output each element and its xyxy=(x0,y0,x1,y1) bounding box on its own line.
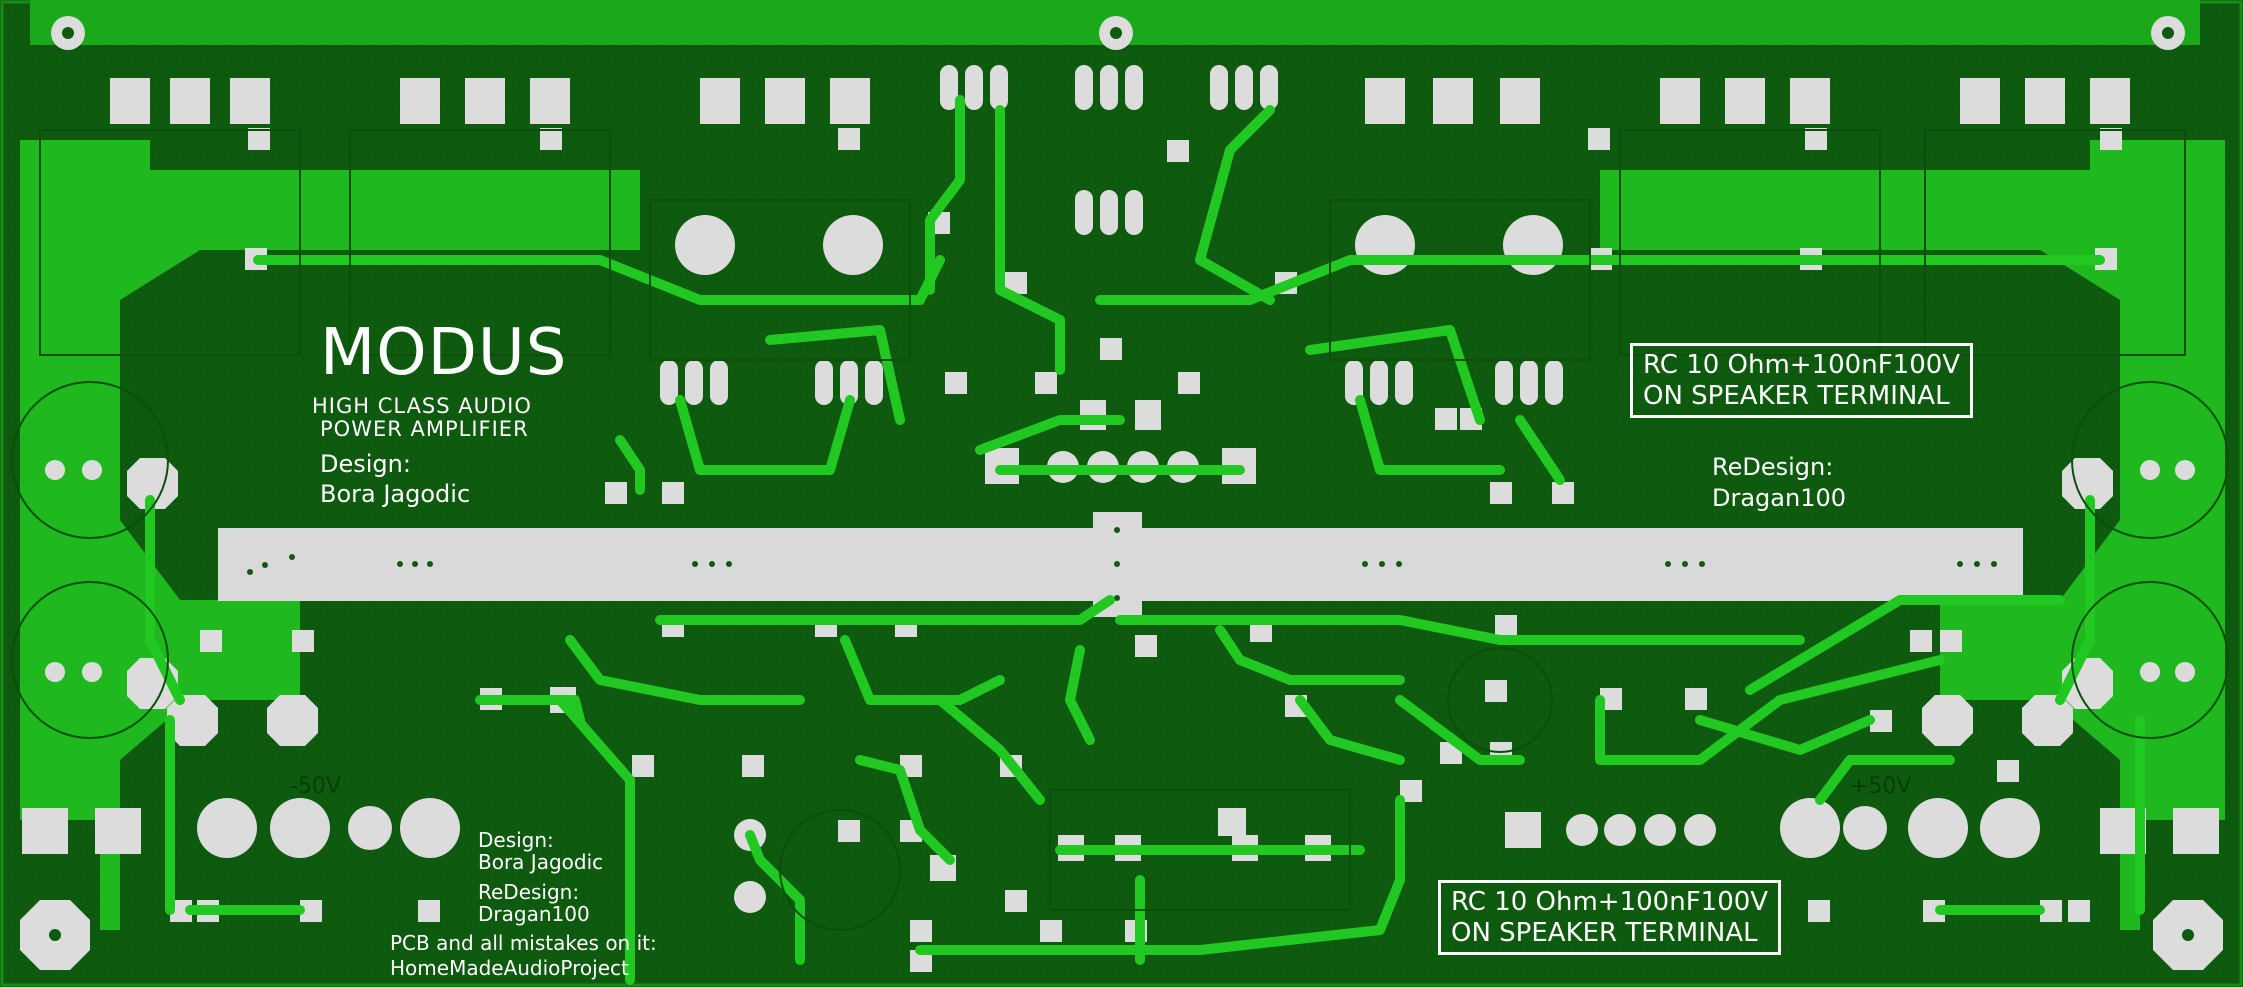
brand-subtitle-line1: HIGH CLASS AUDIO xyxy=(312,394,532,418)
credit-redesign-label: ReDesign: xyxy=(478,880,580,904)
credit-line1: PCB and all mistakes on it: xyxy=(390,931,657,955)
notice-line1: RC 10 Ohm+100nF100V xyxy=(1643,350,1961,380)
component-outlines xyxy=(11,129,2229,931)
supply-terminal-pads xyxy=(197,798,2040,858)
terminal-pads xyxy=(22,687,2219,854)
credit-designer: Bora Jagodic xyxy=(478,850,604,874)
designer-name: Bora Jagodic xyxy=(320,480,471,508)
notice-line1-bottom: RC 10 Ohm+100nF100V xyxy=(1451,887,1769,917)
credit-design-label: Design: xyxy=(478,828,554,852)
credit-redesigner: Dragan100 xyxy=(478,902,590,926)
brand-subtitle-line2: POWER AMPLIFIER xyxy=(320,417,529,441)
credit-line2: HomeMadeAudioProject xyxy=(390,956,629,980)
design-label: Design: xyxy=(320,450,411,478)
driver-transistor-pads xyxy=(660,65,1563,405)
speaker-terminal-notice-top: RC 10 Ohm+100nF100V ON SPEAKER TERMINAL xyxy=(1630,343,1974,419)
brand-logo: MODUS xyxy=(320,316,568,390)
busbar-holes xyxy=(247,527,1997,601)
copper-traces xyxy=(145,95,2145,985)
rail-positive-label: +50V xyxy=(1850,774,1912,799)
left-copper-pour xyxy=(20,140,300,930)
speaker-terminal-notice-bottom: RC 10 Ohm+100nF100V ON SPEAKER TERMINAL xyxy=(1438,880,1782,956)
upper-copper-band xyxy=(200,170,2040,250)
right-copper-pour xyxy=(1940,140,2225,930)
notice-line2: ON SPEAKER TERMINAL xyxy=(1643,380,1950,411)
octagon-pads xyxy=(127,458,2113,746)
redesigner-name: Dragan100 xyxy=(1712,484,1847,512)
notice-line2-bottom: ON SPEAKER TERMINAL xyxy=(1451,917,1758,948)
output-transistor-pads-top xyxy=(110,78,2130,124)
rail-negative-label: -50V xyxy=(290,774,341,799)
redesign-label: ReDesign: xyxy=(1712,453,1834,481)
